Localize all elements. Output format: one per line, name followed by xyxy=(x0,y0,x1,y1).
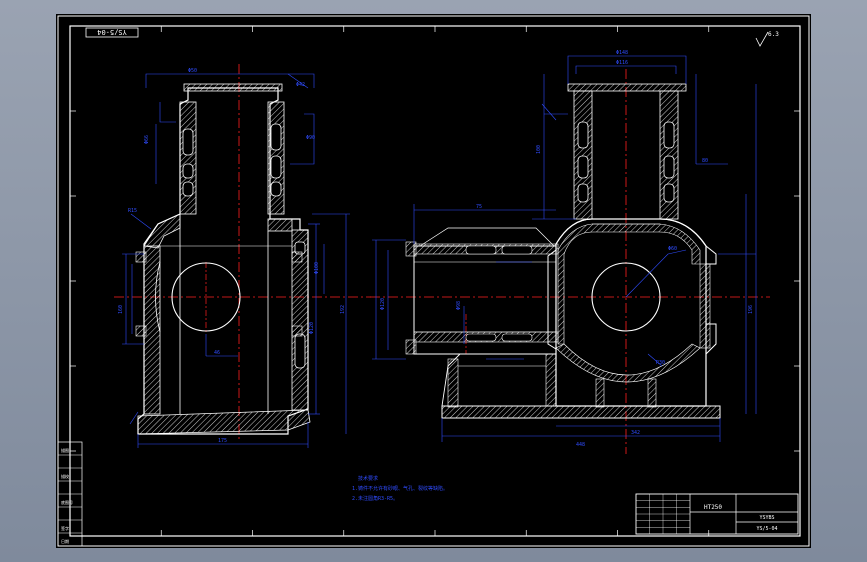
front-dim-5: 160 xyxy=(118,305,124,314)
title-material: HT250 xyxy=(704,504,722,511)
title-company: YSYBS xyxy=(759,515,774,521)
front-view: Φ50 Φ42 Φ66 Φ90 160 192 Φ100 Φ120 175 46… xyxy=(114,64,371,448)
left-table-label: 日期 xyxy=(61,538,69,544)
engineering-drawing: YS/5-04 6.3 xyxy=(57,15,810,547)
side-dim-3: 100 xyxy=(536,145,542,154)
side-dim-11: Φ60 xyxy=(668,246,677,252)
top-left-label: YS/5-04 xyxy=(97,28,127,36)
side-dim-8: 448 xyxy=(576,442,585,448)
side-dim-1: Φ148 xyxy=(616,50,628,56)
front-dim-11: R15 xyxy=(128,208,137,214)
top-left-label-box: YS/5-04 xyxy=(85,27,139,38)
front-dim-7: Φ100 xyxy=(314,262,320,274)
side-dim-6: 196 xyxy=(748,305,754,314)
side-dim-2: Φ116 xyxy=(616,60,628,66)
left-table-label: 底图号 xyxy=(61,499,73,505)
technical-requirements: 技术要求 1.铸件不允许有砂眼、气孔、裂纹等缺陷。 2.未注圆角R3-R5。 xyxy=(352,475,448,502)
drawing-sheet[interactable]: YS/5-04 6.3 xyxy=(56,14,811,548)
roughness-symbol: 6.3 xyxy=(755,31,779,47)
front-dim-9: 175 xyxy=(218,438,227,444)
front-dim-8: Φ120 xyxy=(309,322,315,334)
tech-req-title: 技术要求 xyxy=(358,475,378,482)
left-table-label: 签字 xyxy=(61,525,69,531)
title-number: YS/5-04 xyxy=(756,526,777,532)
side-dim-7: 342 xyxy=(631,430,640,436)
roughness-mark: 6.3 xyxy=(768,31,779,38)
side-dim-5: Φ120 xyxy=(380,298,386,310)
title-block: HT250 YSYBS YS/5-04 xyxy=(635,493,799,535)
front-dim-4: Φ90 xyxy=(306,135,315,141)
front-dim-10: 46 xyxy=(214,350,220,356)
side-view: Φ148 Φ116 100 80 Φ120 196 342 448 Φ98 75… xyxy=(370,50,770,454)
side-dim-10: 75 xyxy=(476,204,482,210)
left-table-label: 描图 xyxy=(61,447,69,453)
tech-req-line-1: 1.铸件不允许有砂眼、气孔、裂纹等缺陷。 xyxy=(352,485,448,492)
left-table-label: 描校 xyxy=(61,473,69,479)
front-dim-1: Φ50 xyxy=(188,68,197,74)
side-dim-12: R30 xyxy=(656,360,665,366)
front-dim-2: Φ42 xyxy=(296,82,305,88)
front-dim-3: Φ66 xyxy=(144,135,150,144)
side-dim-9: Φ98 xyxy=(456,301,462,310)
side-dim-4: 80 xyxy=(702,158,708,164)
tech-req-line-2: 2.未注圆角R3-R5。 xyxy=(352,495,398,502)
front-dim-6: 192 xyxy=(340,305,346,314)
drawing-border xyxy=(57,15,810,547)
